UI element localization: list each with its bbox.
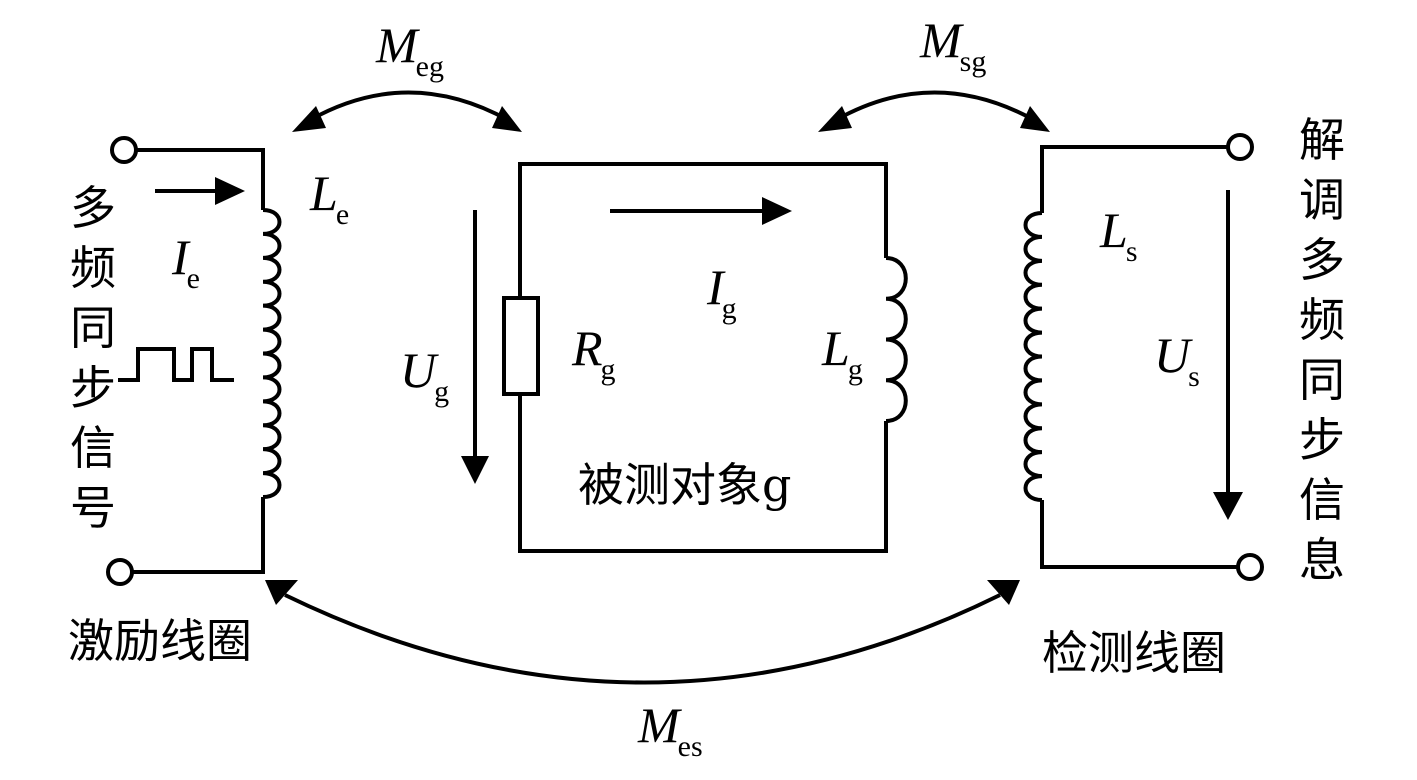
label-l-e: Le	[310, 165, 349, 230]
right-vertical-char: 多	[1299, 233, 1345, 287]
detection-coil-label: 检测线圈	[1042, 626, 1226, 680]
label-main: L	[1100, 202, 1128, 258]
terminal-top-right[interactable]	[1226, 133, 1254, 161]
label-sub: e	[186, 262, 200, 295]
label-main: M	[920, 12, 962, 68]
object-wire-bottom	[518, 394, 888, 553]
object-coil-winding	[885, 256, 908, 423]
voltage-arrow-us	[1213, 190, 1243, 520]
mutual-arc-msg	[818, 90, 1050, 132]
label-m-es: Mes	[638, 697, 703, 762]
label-sub: s	[1125, 235, 1138, 268]
resistor-rg	[502, 296, 540, 396]
label-sub: s	[1188, 360, 1200, 393]
label-sub: g	[721, 292, 737, 325]
label-main: M	[638, 697, 680, 753]
current-arrow-ig	[610, 197, 792, 225]
label-sub: g	[600, 353, 616, 386]
label-r-g: Rg	[572, 320, 616, 385]
label-sub: eg	[415, 50, 444, 83]
left-vertical-char: 步	[70, 361, 116, 415]
label-sub: sg	[959, 45, 987, 78]
detection-coil-winding	[1023, 211, 1043, 502]
label-sub: g	[434, 375, 450, 408]
label-u-s: Us	[1154, 327, 1200, 392]
label-main: I	[172, 229, 189, 285]
label-i-e: Ie	[172, 229, 200, 294]
right-vertical-char: 频	[1299, 293, 1345, 347]
label-sub: es	[677, 730, 703, 763]
left-vertical-char: 频	[70, 241, 116, 295]
label-m-eg: Meg	[376, 17, 444, 82]
detection-wire-top	[1040, 145, 1228, 213]
label-l-s: Ls	[1100, 202, 1138, 267]
label-u-g: Ug	[400, 342, 449, 407]
terminal-bottom-left[interactable]	[106, 558, 134, 586]
right-vertical-char: 信	[1299, 473, 1345, 527]
square-wave-icon	[118, 347, 234, 382]
right-vertical-char: 步	[1299, 413, 1345, 467]
object-wire-top-left	[518, 162, 888, 298]
object-circuit	[502, 162, 908, 553]
label-main: U	[400, 342, 437, 398]
label-main: R	[572, 320, 603, 376]
excitation-wire-bottom	[132, 497, 265, 574]
label-m-sg: Msg	[920, 12, 986, 77]
left-vertical-char: 同	[70, 301, 116, 355]
left-vertical-char: 号	[70, 481, 116, 535]
excitation-coil-winding	[262, 208, 282, 499]
label-main: I	[707, 259, 724, 315]
object-label: 被测对象g	[578, 458, 792, 512]
current-arrow-ie	[155, 177, 245, 205]
detection-wire-bottom	[1040, 500, 1238, 569]
mutual-arc-mes	[265, 580, 1020, 685]
terminal-top-left[interactable]	[110, 136, 138, 164]
terminal-bottom-right[interactable]	[1236, 553, 1264, 581]
label-sub: g	[847, 353, 863, 386]
label-main: M	[376, 17, 418, 73]
label-main: L	[822, 320, 850, 376]
right-vertical-text: 解调多频同步信息	[1297, 110, 1347, 590]
right-vertical-char: 同	[1299, 353, 1345, 407]
right-vertical-char: 调	[1299, 173, 1345, 227]
label-main: L	[310, 165, 338, 221]
excitation-coil	[106, 136, 282, 586]
excitation-wire-top	[136, 148, 265, 210]
excitation-coil-label: 激励线圈	[68, 614, 252, 668]
right-vertical-char: 解	[1299, 113, 1345, 167]
left-vertical-text: 多频同步信号	[68, 178, 118, 538]
label-sub: e	[335, 198, 350, 231]
left-vertical-char: 多	[70, 181, 116, 235]
voltage-arrow-ug	[461, 210, 489, 484]
mutual-arc-meg	[292, 90, 522, 132]
label-l-g: Lg	[822, 320, 863, 385]
detection-coil	[1023, 133, 1264, 581]
right-vertical-char: 息	[1299, 533, 1345, 587]
label-main: U	[1154, 327, 1191, 383]
label-i-g: Ig	[707, 259, 737, 324]
left-vertical-char: 信	[70, 421, 116, 475]
